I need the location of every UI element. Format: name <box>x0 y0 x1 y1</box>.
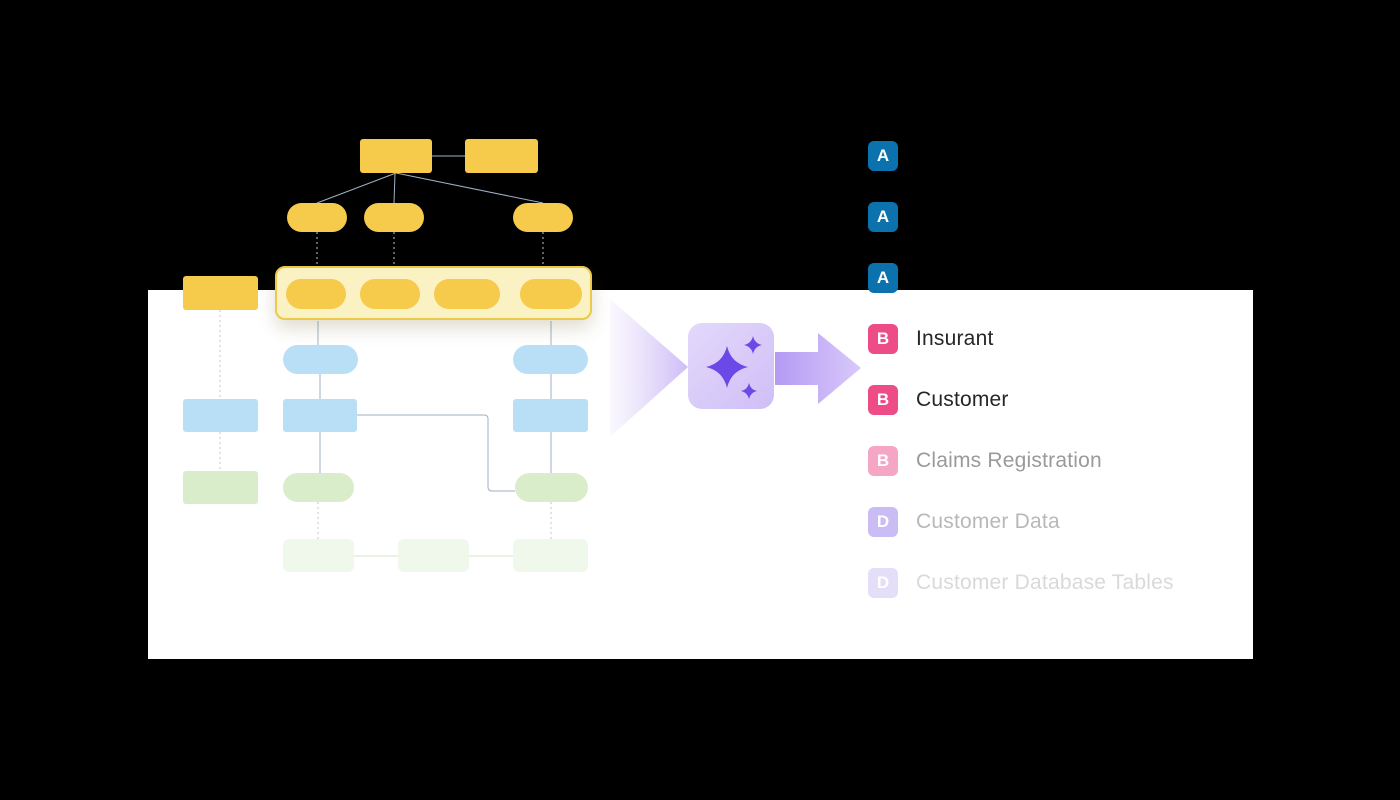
level-badge: D <box>868 568 898 598</box>
node-yellow-pill <box>434 279 500 309</box>
node-blue-rect <box>183 399 258 432</box>
node-yellow-pill <box>360 279 420 309</box>
node-yellow-rect <box>360 139 432 173</box>
list-item-label: Insurant <box>916 327 994 350</box>
node-yellow-pill <box>520 279 582 309</box>
node-blue-rect <box>513 399 588 432</box>
list-item-label: Customer <box>916 388 1009 411</box>
list-item-label: Claims Registration <box>916 449 1102 472</box>
node-yellow-rect <box>183 276 258 310</box>
node-yellow-pill <box>287 203 347 232</box>
level-badge: B <box>868 385 898 415</box>
recommendation-list: A A A B Insurant B Customer B Claims Reg… <box>868 141 1174 598</box>
node-blue-pill <box>513 345 588 374</box>
list-item: B Customer <box>868 385 1174 415</box>
list-item: B Insurant <box>868 324 1174 354</box>
ai-assistant-tile <box>688 323 774 409</box>
level-badge: A <box>868 202 898 232</box>
node-green-faded <box>283 539 354 572</box>
node-blue-pill <box>283 345 358 374</box>
list-item-label: Customer Data <box>916 510 1060 533</box>
list-item-label: Customer Database Tables <box>916 571 1174 594</box>
node-yellow-pill <box>286 279 346 309</box>
level-badge: D <box>868 507 898 537</box>
level-badge: A <box>868 263 898 293</box>
level-badge: B <box>868 446 898 476</box>
node-green-faded <box>398 539 469 572</box>
list-item: B Claims Registration <box>868 446 1174 476</box>
level-badge: B <box>868 324 898 354</box>
sparkles-icon <box>706 336 762 399</box>
list-item: A <box>868 263 1174 293</box>
node-blue-rect <box>283 399 357 432</box>
node-yellow-pill <box>513 203 573 232</box>
list-item: D Customer Data <box>868 507 1174 537</box>
list-item: A <box>868 202 1174 232</box>
node-green-rect <box>183 471 258 504</box>
node-green-pill <box>515 473 588 502</box>
node-yellow-rect <box>465 139 538 173</box>
node-yellow-pill <box>364 203 424 232</box>
list-item: D Customer Database Tables <box>868 568 1174 598</box>
list-item: A <box>868 141 1174 171</box>
node-green-faded <box>513 539 588 572</box>
node-green-pill <box>283 473 354 502</box>
level-badge: A <box>868 141 898 171</box>
